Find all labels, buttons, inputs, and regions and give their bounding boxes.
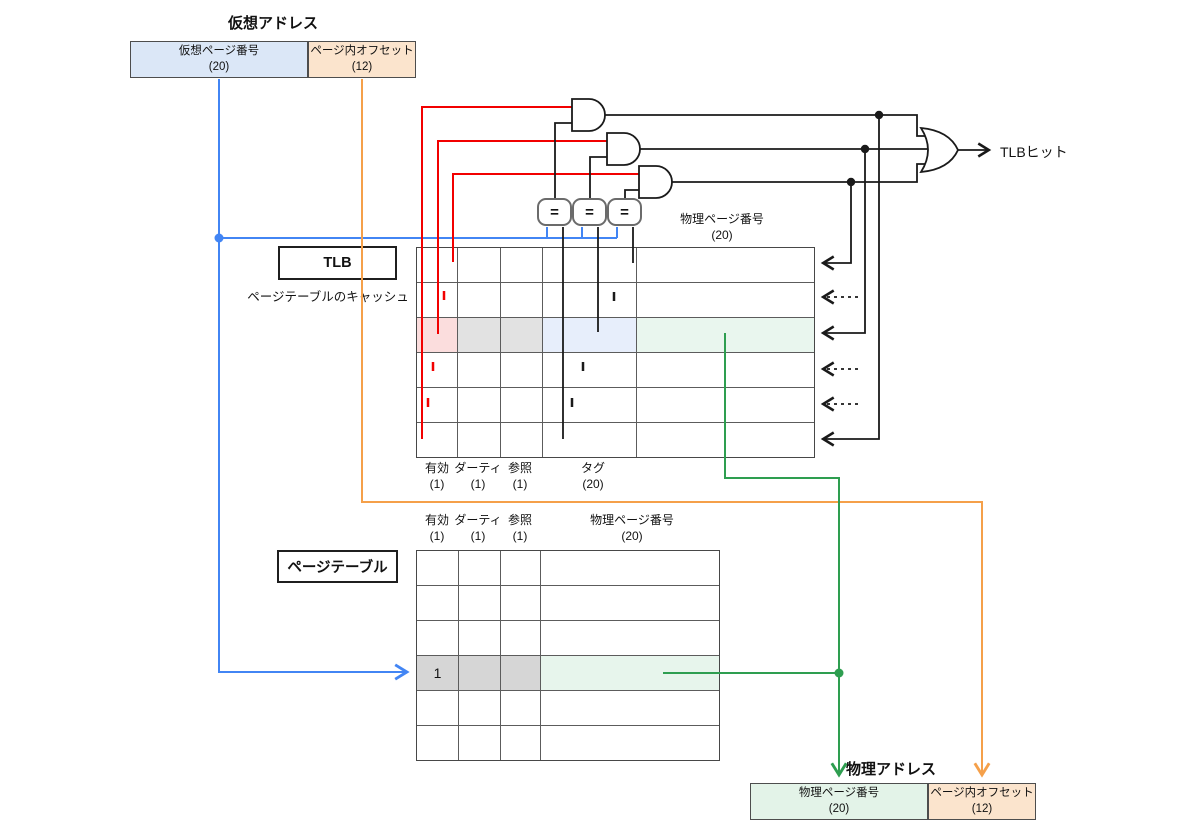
tlb-row-3-highlighted bbox=[417, 318, 814, 353]
physical-page-number-label: 物理ページ番号 bbox=[798, 786, 880, 799]
ppn-junction-dot bbox=[834, 668, 844, 678]
pt-col-ref: 参照(1) bbox=[507, 513, 532, 543]
pt-row-5 bbox=[417, 691, 719, 726]
comparator-1: = bbox=[537, 198, 572, 226]
virtual-page-number-field: 仮想ページ番号 (20) bbox=[130, 41, 308, 78]
pt-col-ppn: 物理ページ番号(20) bbox=[590, 513, 674, 543]
and3-junction-dot bbox=[846, 177, 856, 187]
virtual-address-title: 仮想アドレス bbox=[227, 15, 318, 32]
page-table-title: ページテーブル bbox=[287, 560, 388, 576]
page-offset-field: ページ内オフセット (12) bbox=[308, 41, 416, 78]
page-offset-bits: (12) bbox=[351, 60, 373, 73]
or-gate bbox=[919, 126, 959, 174]
physical-offset-label: ページ内オフセット bbox=[930, 786, 1034, 799]
tlb-tag-cell-selected bbox=[543, 318, 637, 352]
physical-offset-field: ページ内オフセット (12) bbox=[928, 783, 1036, 820]
tlb-col-tag: タグ(20) bbox=[580, 461, 605, 491]
and-gate-3 bbox=[638, 165, 673, 199]
physical-page-number-field: 物理ページ番号 (20) bbox=[750, 783, 928, 820]
physical-page-number-bits: (20) bbox=[828, 802, 850, 815]
pt-row-1 bbox=[417, 551, 719, 586]
and-gate-1 bbox=[571, 98, 606, 132]
tlb-row-4 bbox=[417, 353, 814, 388]
tlb-ppn-cell-selected bbox=[637, 318, 814, 352]
and1-junction-dot bbox=[874, 110, 884, 120]
tlb-subtitle: ページテーブルのキャッシュ bbox=[247, 290, 409, 304]
tlb-row-6 bbox=[417, 423, 814, 457]
virtual-page-number-label: 仮想ページ番号 bbox=[178, 44, 260, 57]
tlb-title: TLB bbox=[323, 255, 352, 271]
tlb-row-5 bbox=[417, 388, 814, 423]
tlb-title-box: TLB bbox=[278, 246, 397, 280]
and2-junction-dot bbox=[860, 144, 870, 154]
pt-row-2 bbox=[417, 586, 719, 621]
page-table-title-box: ページテーブル bbox=[277, 550, 398, 583]
vpn-junction-dot bbox=[214, 233, 224, 243]
abbreviated-row-arrows bbox=[820, 289, 858, 412]
comparator-2: = bbox=[572, 198, 607, 226]
virtual-page-number-bits: (20) bbox=[208, 60, 230, 73]
pt-valid-cell-selected: 1 bbox=[417, 656, 459, 690]
pt-row-4-highlighted: 1 bbox=[417, 656, 719, 691]
comparator-3: = bbox=[607, 198, 642, 226]
tlb-valid-cell-selected bbox=[417, 318, 458, 352]
tlb-table bbox=[416, 247, 815, 458]
tlb-hit-label: TLBヒット bbox=[1000, 144, 1068, 160]
tlb-ppn-header: 物理ページ番号 (20) bbox=[680, 212, 764, 242]
page-offset-label: ページ内オフセット bbox=[310, 44, 414, 57]
physical-address-title: 物理アドレス bbox=[845, 761, 936, 778]
physical-offset-bits: (12) bbox=[971, 802, 993, 815]
pt-row-6 bbox=[417, 726, 719, 760]
and-gate-2 bbox=[606, 132, 641, 166]
tlb-col-ref: 参照(1) bbox=[507, 461, 532, 491]
tlb-row-1 bbox=[417, 248, 814, 283]
pt-row-3 bbox=[417, 621, 719, 656]
pt-ppn-cell-selected bbox=[541, 656, 719, 690]
page-table: 1 bbox=[416, 550, 720, 761]
tlb-row-2 bbox=[417, 283, 814, 318]
